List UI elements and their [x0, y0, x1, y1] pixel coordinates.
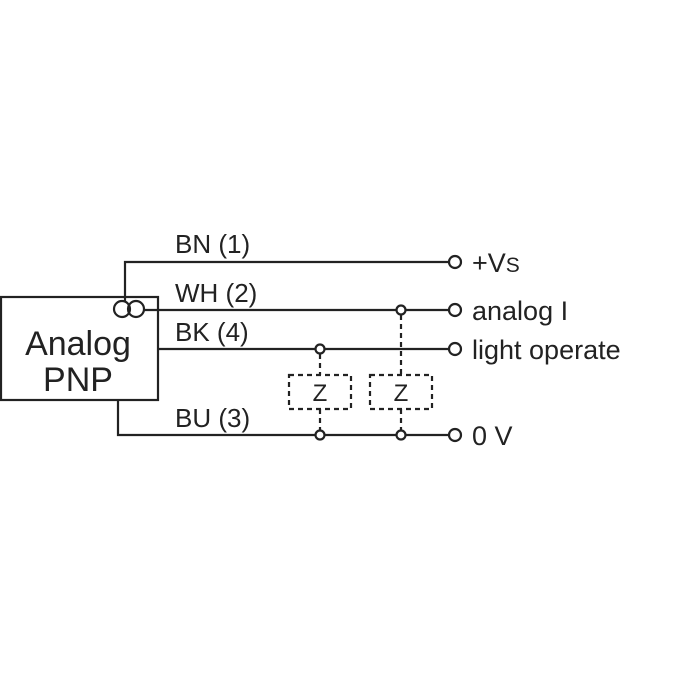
- wire-label-wh: WH (2): [175, 278, 257, 308]
- junction: [395, 304, 407, 316]
- wire-label-bk: BK (4): [175, 317, 249, 347]
- device-label-line2: PNP: [43, 361, 113, 399]
- load-2: [368, 315, 434, 430]
- wire-bn: [123, 260, 449, 301]
- wire-label-bn: BN (1): [175, 229, 250, 259]
- terminal-label-analog: analog I: [472, 296, 568, 326]
- device-label-line1: Analog: [25, 325, 131, 363]
- load-2-label: Z: [394, 380, 409, 407]
- load-1-label: Z: [313, 380, 328, 407]
- junction: [314, 343, 326, 355]
- terminal-analog: [447, 302, 463, 318]
- terminal-label-0v: 0 V: [472, 421, 513, 451]
- wire-bu: [116, 400, 449, 437]
- junction: [314, 429, 326, 441]
- terminal-label-light-operate: light operate: [472, 335, 621, 365]
- load-1: [287, 354, 353, 430]
- terminal-light-operate: [447, 341, 463, 357]
- wire-label-bu: BU (3): [175, 403, 250, 433]
- terminal-label-vs: +VS: [472, 248, 520, 278]
- junction: [395, 429, 407, 441]
- terminal-0v: [447, 427, 463, 443]
- terminal-vs: [447, 254, 463, 270]
- current-source-icon: [112, 299, 132, 319]
